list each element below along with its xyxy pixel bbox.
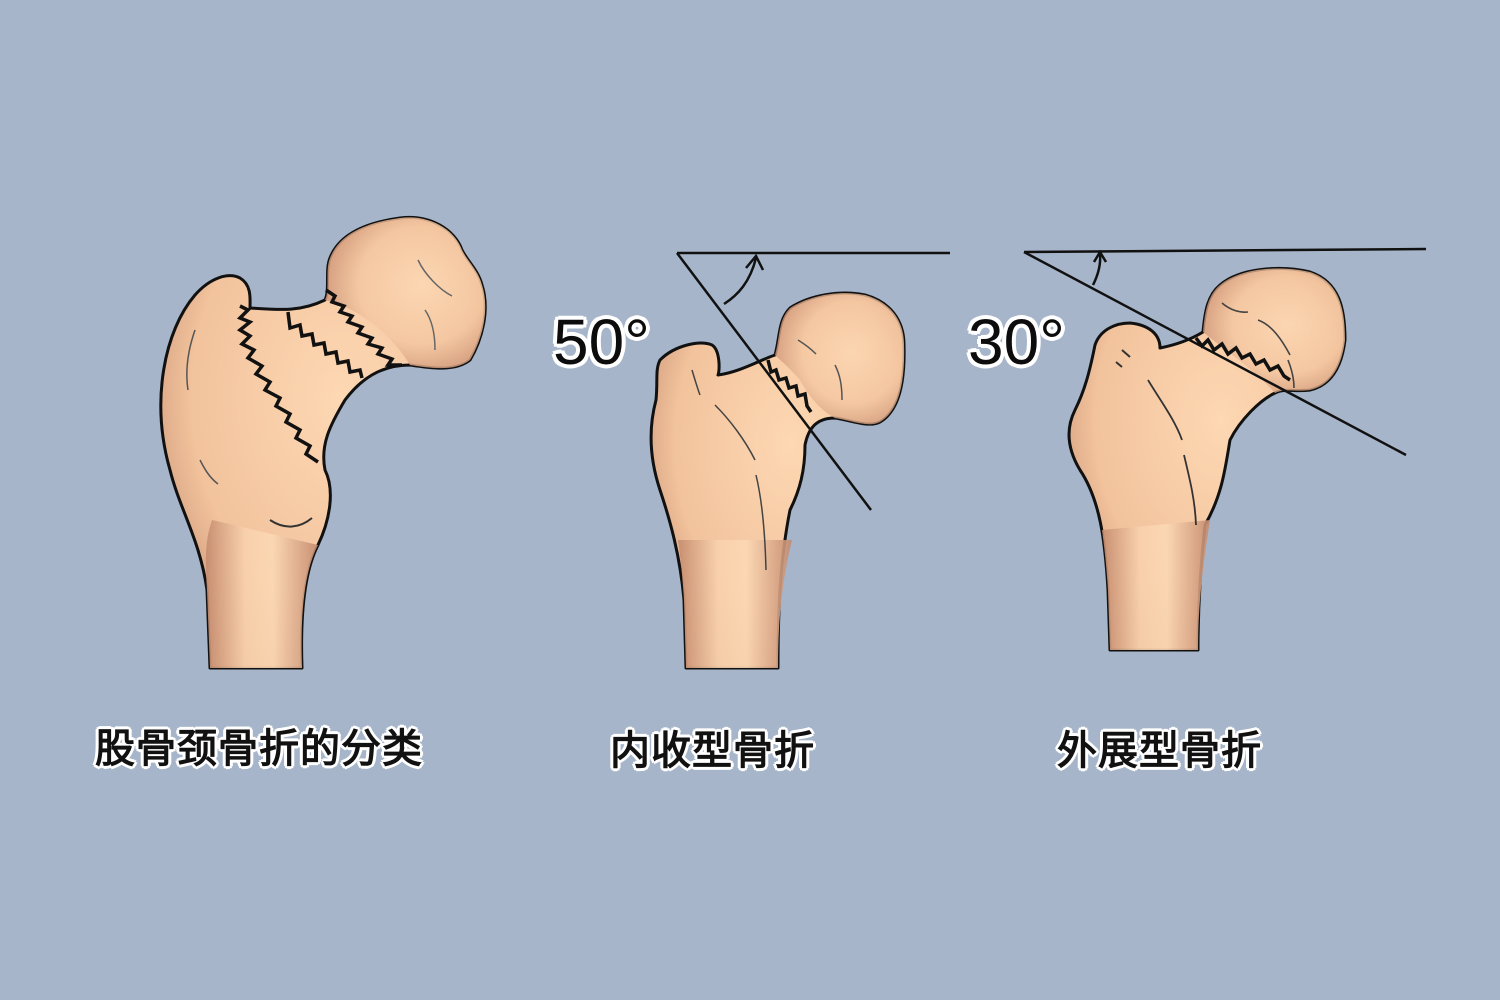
abduction-angle-label: 30° [968,306,1065,378]
abduction-caption: 外展型骨折 [1057,728,1262,774]
femoral-head [775,293,905,425]
horizontal-reference-line [1023,247,1427,254]
classification-caption: 股骨颈骨折的分类 [95,726,423,772]
adduction-angle-label: 50° [553,306,650,378]
femoral-shaft [1102,520,1210,650]
femur-abduction [1023,247,1427,652]
femur-adduction [649,251,950,670]
angle-arrow-icon [745,253,765,271]
angle-arc [1091,253,1102,286]
fracture-line-subcapital [325,288,402,367]
fracture-angle-line [676,252,872,511]
femur-classification [159,215,487,670]
fracture-line [1194,336,1291,382]
adduction-caption: 内收型骨折 [610,728,815,774]
femoral-shaft [678,540,792,668]
fracture-line [766,359,813,413]
fracture-line-basal [236,304,319,464]
angle-arrow-icon [1092,249,1108,263]
femoral-shaft [205,520,318,668]
fracture-angle-line [1023,250,1407,457]
angle-arc [723,257,758,306]
femoral-head [325,217,486,369]
fracture-line-transcervical [286,311,364,379]
